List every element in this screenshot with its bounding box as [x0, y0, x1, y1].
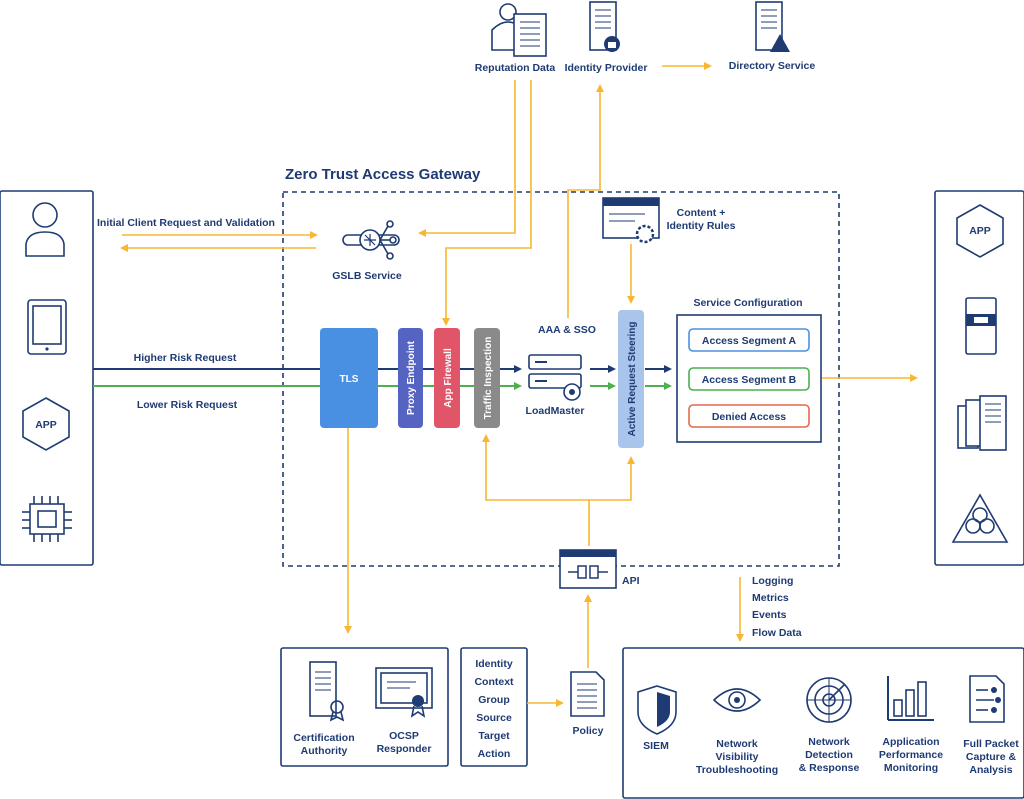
nvt-label-1: Network: [716, 738, 758, 750]
attr-target: Target: [478, 730, 510, 742]
segment-a-label: Access Segment A: [702, 335, 797, 347]
siem-shield-icon: [637, 685, 677, 735]
client-app-label: APP: [35, 419, 57, 431]
aaa-sso-label: AAA & SSO: [538, 324, 596, 336]
firewall-block: [434, 328, 460, 428]
chip-icon: [22, 496, 72, 542]
segment-b-box[interactable]: [688, 367, 810, 391]
reputation-to-firewall-arrow: [442, 80, 532, 326]
reputation-data-icon: [491, 3, 547, 57]
servers-panel: [934, 190, 1024, 566]
segment-a-box[interactable]: [688, 328, 810, 352]
steering-label: Active Request Steering: [627, 321, 638, 436]
directory-service-label: Directory Service: [729, 60, 816, 72]
telemetry-logging: Logging: [752, 575, 793, 587]
fpc-label-1: Full Packet: [963, 738, 1019, 750]
reputation-data-label: Reputation Data: [475, 62, 556, 74]
nvt-label-3: Troubleshooting: [696, 764, 778, 776]
attr-source: Source: [476, 712, 512, 724]
tls-label: TLS: [340, 374, 359, 385]
server-cluster-icon: [957, 395, 1007, 451]
identity-provider-label: Identity Provider: [565, 62, 648, 74]
gslb-icon: [342, 220, 400, 260]
fpc-label-3: Analysis: [969, 764, 1012, 776]
policy-attributes-box: [460, 647, 528, 767]
siem-label: SIEM: [643, 740, 669, 752]
ca-label-1: Certification: [293, 732, 354, 744]
denied-label: Denied Access: [712, 411, 786, 423]
ndr-label-3: & Response: [799, 762, 860, 774]
server-app-label: APP: [969, 225, 991, 237]
aaa-to-idp-arrow: [567, 84, 604, 318]
content-rules-label-2: Identity Rules: [667, 220, 736, 232]
apm-label-2: Performance: [879, 749, 943, 761]
reputation-to-gslb-arrow: [418, 80, 516, 237]
traffic-inspection-label: Traffic Inspection: [483, 337, 494, 420]
loadmaster-label: LoadMaster: [526, 405, 585, 417]
firewall-label: App Firewall: [443, 348, 454, 408]
eye-icon: [712, 688, 762, 712]
tablet-icon: [27, 299, 67, 355]
proxy-label: Proxy Endpoint: [406, 340, 417, 415]
fpc-label-2: Capture &: [966, 751, 1017, 763]
attr-action: Action: [478, 748, 511, 760]
clients-panel: [0, 190, 94, 566]
api-label: API: [622, 575, 640, 587]
telemetry-flow-data: Flow Data: [752, 627, 802, 639]
tools-box: [622, 647, 1024, 799]
packet-capture-icon: [969, 675, 1005, 723]
bar-chart-icon: [887, 676, 934, 721]
attr-identity: Identity: [475, 658, 512, 670]
tls-block: [320, 328, 378, 428]
gslb-label: GSLB Service: [332, 270, 402, 282]
ndr-label-2: Detection: [805, 749, 853, 761]
steering-block: [618, 310, 644, 448]
app-hexagon-icon: [22, 397, 70, 451]
api-icon: [559, 549, 617, 589]
certificate-authority-icon: [309, 661, 345, 722]
ocsp-label-2: Responder: [377, 743, 432, 755]
ca-label-2: Authority: [301, 745, 348, 757]
server-appliance-icon: [965, 297, 997, 355]
nvt-label-2: Visibility: [716, 751, 759, 763]
server-app-hexagon-icon: [956, 204, 1004, 258]
content-rules-icon: [602, 197, 660, 244]
proxy-block: [398, 328, 423, 428]
denied-box[interactable]: [688, 404, 810, 428]
higher-risk-label: Higher Risk Request: [134, 352, 237, 364]
policy-document-icon: [570, 671, 605, 717]
ndr-label-1: Network: [808, 736, 850, 748]
apm-label-3: Monitoring: [884, 762, 938, 774]
traffic-inspection-block: [474, 328, 500, 428]
identity-provider-icon: [589, 1, 620, 52]
radar-icon: [806, 677, 852, 723]
lower-risk-label: Lower Risk Request: [137, 399, 238, 411]
attr-group: Group: [478, 694, 510, 706]
user-icon: [25, 202, 65, 257]
segment-b-label: Access Segment B: [702, 374, 797, 386]
service-config-label: Service Configuration: [693, 297, 802, 309]
ocsp-label-1: OCSP: [389, 730, 419, 742]
ocsp-certificate-icon: [375, 667, 433, 718]
apm-label-1: Application: [882, 736, 939, 748]
loadmaster-icon: [528, 354, 582, 401]
policy-label: Policy: [573, 725, 604, 737]
telemetry-metrics: Metrics: [752, 592, 789, 604]
attr-context: Context: [474, 676, 514, 688]
telemetry-events: Events: [752, 609, 787, 621]
api-to-steering-arrow: [589, 456, 635, 501]
content-rules-label-1: Content +: [677, 207, 726, 219]
initial-request-label: Initial Client Request and Validation: [97, 217, 275, 229]
gateway-title: Zero Trust Access Gateway: [285, 166, 481, 183]
api-to-inspection-arrow: [482, 434, 590, 546]
directory-service-icon: [755, 1, 790, 52]
triangle-network-icon: [951, 493, 1009, 543]
